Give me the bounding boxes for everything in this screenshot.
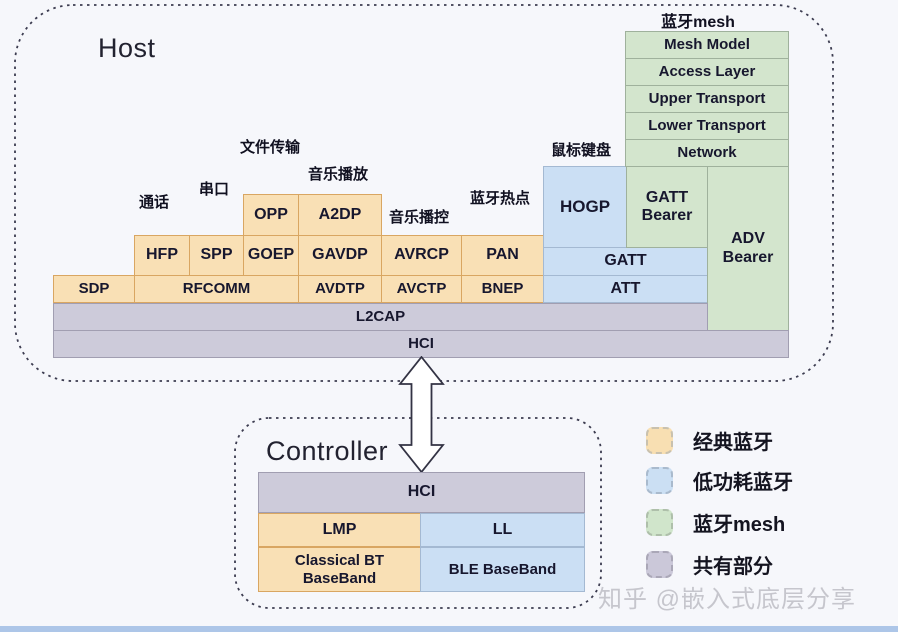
block-gatt-bearer: GATT Bearer xyxy=(626,166,708,248)
block-lower-transport: Lower Transport xyxy=(625,112,789,140)
label-file-transfer: 文件传输 xyxy=(239,139,301,156)
block-gavdp: GAVDP xyxy=(298,235,382,276)
block-a2dp: A2DP xyxy=(298,194,382,236)
block-avctp: AVCTP xyxy=(381,275,462,303)
block-hci-controller: HCI xyxy=(258,472,585,513)
block-l2cap: L2CAP xyxy=(53,303,708,331)
block-hci-host: HCI xyxy=(53,330,789,358)
label-music-play: 音乐播放 xyxy=(307,166,369,183)
host-controller-arrow-icon xyxy=(398,356,445,473)
block-adv-bearer: ADV Bearer xyxy=(707,166,789,331)
legend-swatch-mesh-icon xyxy=(646,509,673,536)
legend-swatch-ble-icon xyxy=(646,467,673,494)
block-classical-bt-baseband: Classical BT BaseBand xyxy=(258,547,421,592)
block-sdp: SDP xyxy=(53,275,135,303)
legend-label-ble: 低功耗蓝牙 xyxy=(693,471,793,494)
block-mesh-model: Mesh Model xyxy=(625,31,789,59)
legend-swatch-shared-icon xyxy=(646,551,673,578)
controller-title: Controller xyxy=(266,436,389,466)
block-ble-baseband: BLE BaseBand xyxy=(420,547,585,592)
block-upper-transport: Upper Transport xyxy=(625,85,789,113)
label-bt-hotspot: 蓝牙热点 xyxy=(469,190,531,207)
block-ll: LL xyxy=(420,513,585,547)
legend-label-shared: 共有部分 xyxy=(693,555,773,578)
legend-label-classic: 经典蓝牙 xyxy=(693,431,773,454)
label-serial-port: 串口 xyxy=(198,181,230,198)
block-lmp: LMP xyxy=(258,513,421,547)
block-att: ATT xyxy=(543,275,708,303)
watermark: 知乎 @嵌入式底层分享 xyxy=(598,586,857,613)
block-spp: SPP xyxy=(189,235,244,276)
host-outline xyxy=(14,4,834,382)
host-title: Host xyxy=(98,33,156,63)
block-avdtp: AVDTP xyxy=(298,275,382,303)
block-gatt: GATT xyxy=(543,247,708,276)
block-hfp: HFP xyxy=(134,235,190,276)
block-goep: GOEP xyxy=(243,235,299,276)
block-bnep: BNEP xyxy=(461,275,544,303)
block-network: Network xyxy=(625,139,789,167)
bottom-edge-strip xyxy=(0,626,898,632)
label-mouse-keyboard: 鼠标键盘 xyxy=(550,142,612,159)
block-access-layer: Access Layer xyxy=(625,58,789,86)
block-avrcp: AVRCP xyxy=(381,235,462,276)
block-opp: OPP xyxy=(243,194,299,236)
label-bt-mesh: 蓝牙mesh xyxy=(661,14,735,31)
label-music-control: 音乐播控 xyxy=(388,209,450,226)
block-rfcomm: RFCOMM xyxy=(134,275,299,303)
block-hogp: HOGP xyxy=(543,166,627,248)
legend-swatch-classic-icon xyxy=(646,427,673,454)
legend-label-mesh: 蓝牙mesh xyxy=(693,513,786,536)
block-pan: PAN xyxy=(461,235,544,276)
label-call: 通话 xyxy=(138,194,170,211)
